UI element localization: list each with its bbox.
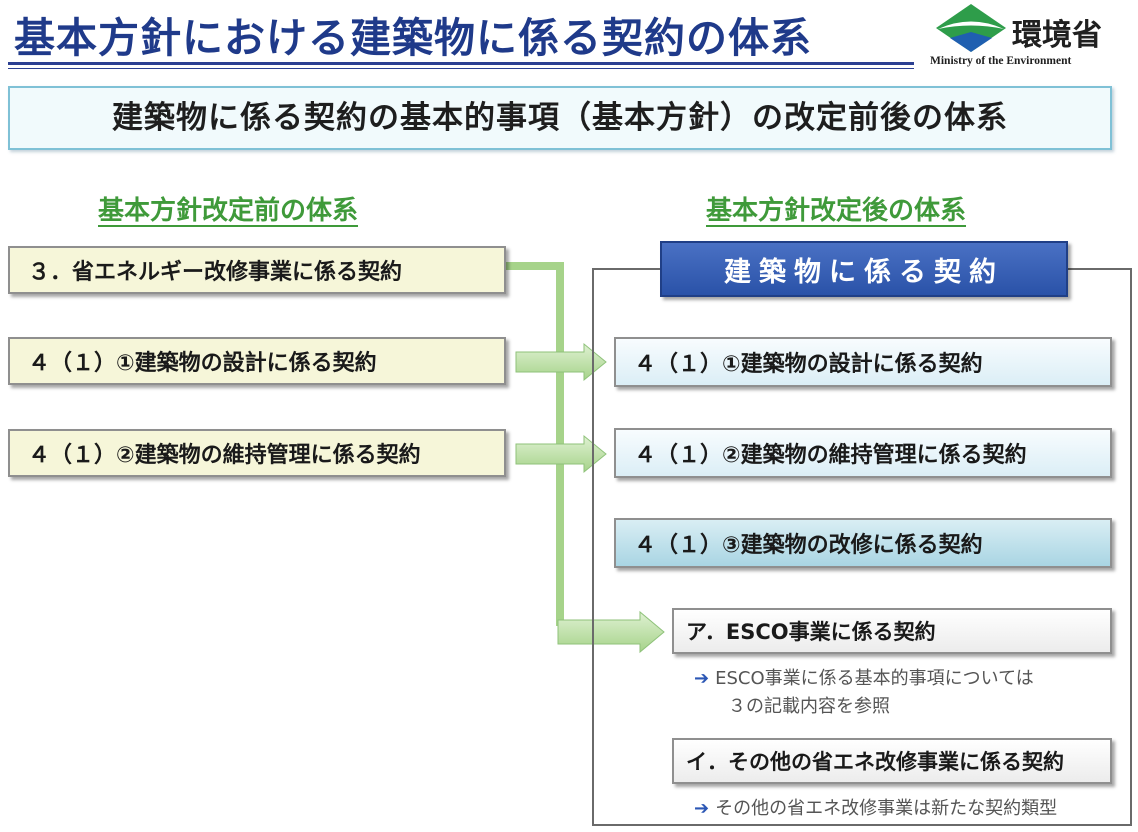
sub-item-other-retrofit: イ．その他の省エネ改修事業に係る契約 (672, 738, 1112, 784)
page-title: 基本方針における建築物に係る契約の体系 (14, 14, 812, 62)
title-rule-thin (8, 68, 914, 69)
title-rule (8, 62, 914, 65)
after-group-header: 建築物に係る契約 (660, 241, 1068, 297)
connector-maintenance-arrow (515, 434, 607, 474)
note-esco-line1: ➔ESCO事業に係る基本的事項については (694, 668, 1034, 689)
arrow-right-icon: ➔ (694, 798, 710, 819)
connector-esco-arrow (557, 610, 665, 654)
logo-name: 環境省 (1012, 18, 1102, 53)
subtitle: 建築物に係る契約の基本的事項（基本方針）の改定前後の体系 (112, 100, 1008, 136)
before-heading: 基本方針改定前の体系 (98, 196, 359, 226)
before-item-energy-retrofit: ３．省エネルギー改修事業に係る契約 (8, 246, 506, 294)
connector-esco-line (506, 262, 564, 626)
arrow-right-icon: ➔ (694, 668, 710, 689)
subtitle-box (8, 86, 1112, 150)
note-other-retrofit: ➔その他の省エネ改修事業は新たな契約類型 (694, 798, 1058, 819)
after-item-design: ４（１）①建築物の設計に係る契約 (614, 337, 1112, 387)
logo-subtitle: Ministry of the Environment (930, 55, 1072, 67)
before-item-maintenance: ４（１）②建築物の維持管理に係る契約 (8, 429, 506, 477)
ministry-logo-icon (936, 4, 1006, 52)
note-esco-line2: ３の記載内容を参照 (728, 696, 890, 717)
sub-item-esco: ア．ESCO事業に係る契約 (672, 608, 1112, 654)
after-heading: 基本方針改定後の体系 (706, 196, 967, 226)
after-item-renovation: ４（１）③建築物の改修に係る契約 (614, 518, 1112, 568)
connector-design-arrow (515, 342, 607, 382)
before-item-design: ４（１）①建築物の設計に係る契約 (8, 337, 506, 385)
after-item-maintenance: ４（１）②建築物の維持管理に係る契約 (614, 428, 1112, 478)
